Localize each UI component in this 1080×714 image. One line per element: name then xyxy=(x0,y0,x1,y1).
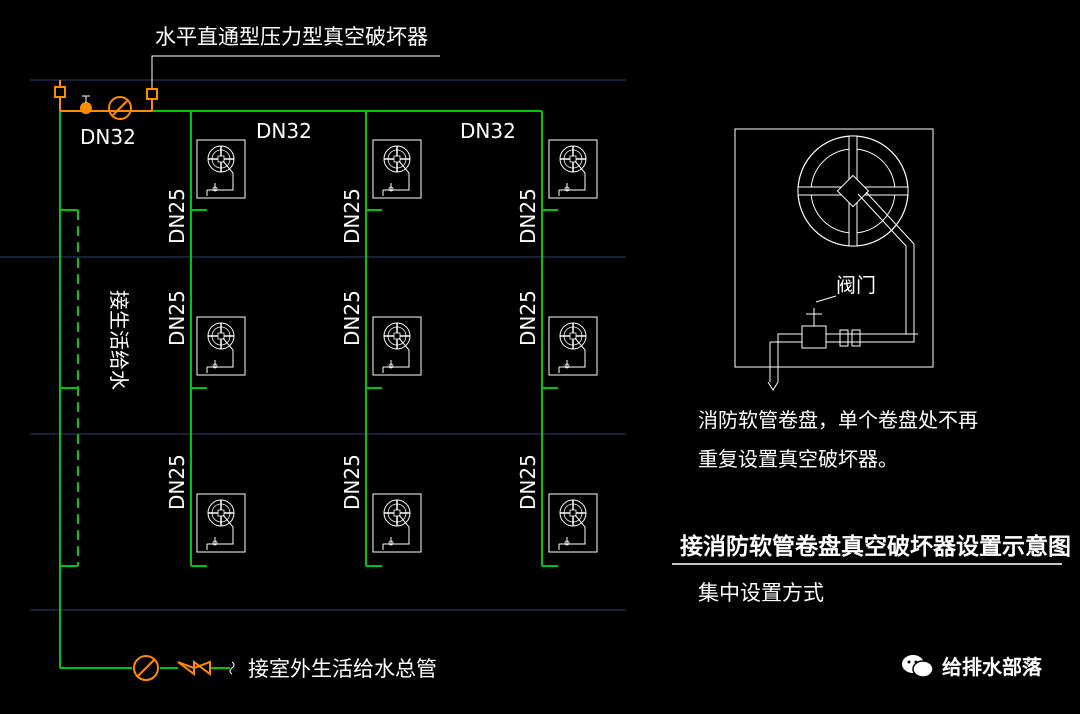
leader-line xyxy=(151,55,440,88)
hose-reel-2 xyxy=(372,139,422,199)
floor-lines xyxy=(0,79,626,611)
hose-reel-9 xyxy=(548,493,598,553)
hose-reel-4 xyxy=(196,316,246,376)
bottom-devices xyxy=(133,655,211,681)
breaker-title: 水平直通型压力型真空破坏器 xyxy=(155,25,428,49)
branch-size-6: DN25 xyxy=(340,454,364,510)
branch-size-8: DN25 xyxy=(516,290,540,346)
watermark: 给排水部落 xyxy=(900,651,1042,680)
top-pipe-size-1: DN32 xyxy=(256,119,312,143)
domestic-supply-label: 接生活给水 xyxy=(107,290,131,390)
outdoor-main-label: 接室外生活给水总管 xyxy=(248,657,437,681)
detail-title: 接消防软管卷盘真空破坏器设置示意图 xyxy=(680,533,1071,560)
hose-reel-6 xyxy=(548,316,598,376)
hose-reel-3 xyxy=(548,139,598,199)
vacuum-breaker-icon xyxy=(146,88,158,100)
branch-size-2: DN25 xyxy=(165,290,189,346)
pipe-network xyxy=(59,108,558,669)
water-meter-icon xyxy=(133,655,159,681)
detail-subtitle: 集中设置方式 xyxy=(698,581,824,605)
branch-size-labels: DN25 DN25 DN25 DN25 DN25 DN25 DN25 DN25 … xyxy=(165,188,540,510)
gate-valve-icon xyxy=(177,660,211,676)
hose-reel-8 xyxy=(372,493,422,553)
hose-reel-1 xyxy=(196,139,246,199)
pressure-gauge-icon xyxy=(108,96,132,120)
detail-valve-label: 阀门 xyxy=(836,273,876,297)
branch-size-7: DN25 xyxy=(516,188,540,244)
branch-size-1: DN25 xyxy=(165,188,189,244)
branch-size-3: DN25 xyxy=(165,454,189,510)
hose-reel-detail: 阀门 xyxy=(734,128,934,391)
valve-icon xyxy=(80,102,92,114)
branch-size-5: DN25 xyxy=(340,290,364,346)
detail-note-line2: 重复设置真空破坏器。 xyxy=(698,447,898,471)
hose-reel-7 xyxy=(196,493,246,553)
watermark-text: 给排水部落 xyxy=(942,655,1042,679)
hose-reel-5 xyxy=(372,316,422,376)
top-pipe-size-2: DN32 xyxy=(460,119,516,143)
detail-note-line1: 消防软管卷盘，单个卷盘处不再 xyxy=(698,408,978,432)
top-devices xyxy=(54,80,158,120)
chat-bubble-icon xyxy=(900,653,934,679)
air-vent-icon xyxy=(54,86,66,98)
branch-size-4: DN25 xyxy=(340,188,364,244)
branch-size-9: DN25 xyxy=(516,454,540,510)
pipe-end-icon xyxy=(229,661,235,675)
main-pipe-size: DN32 xyxy=(80,125,136,149)
